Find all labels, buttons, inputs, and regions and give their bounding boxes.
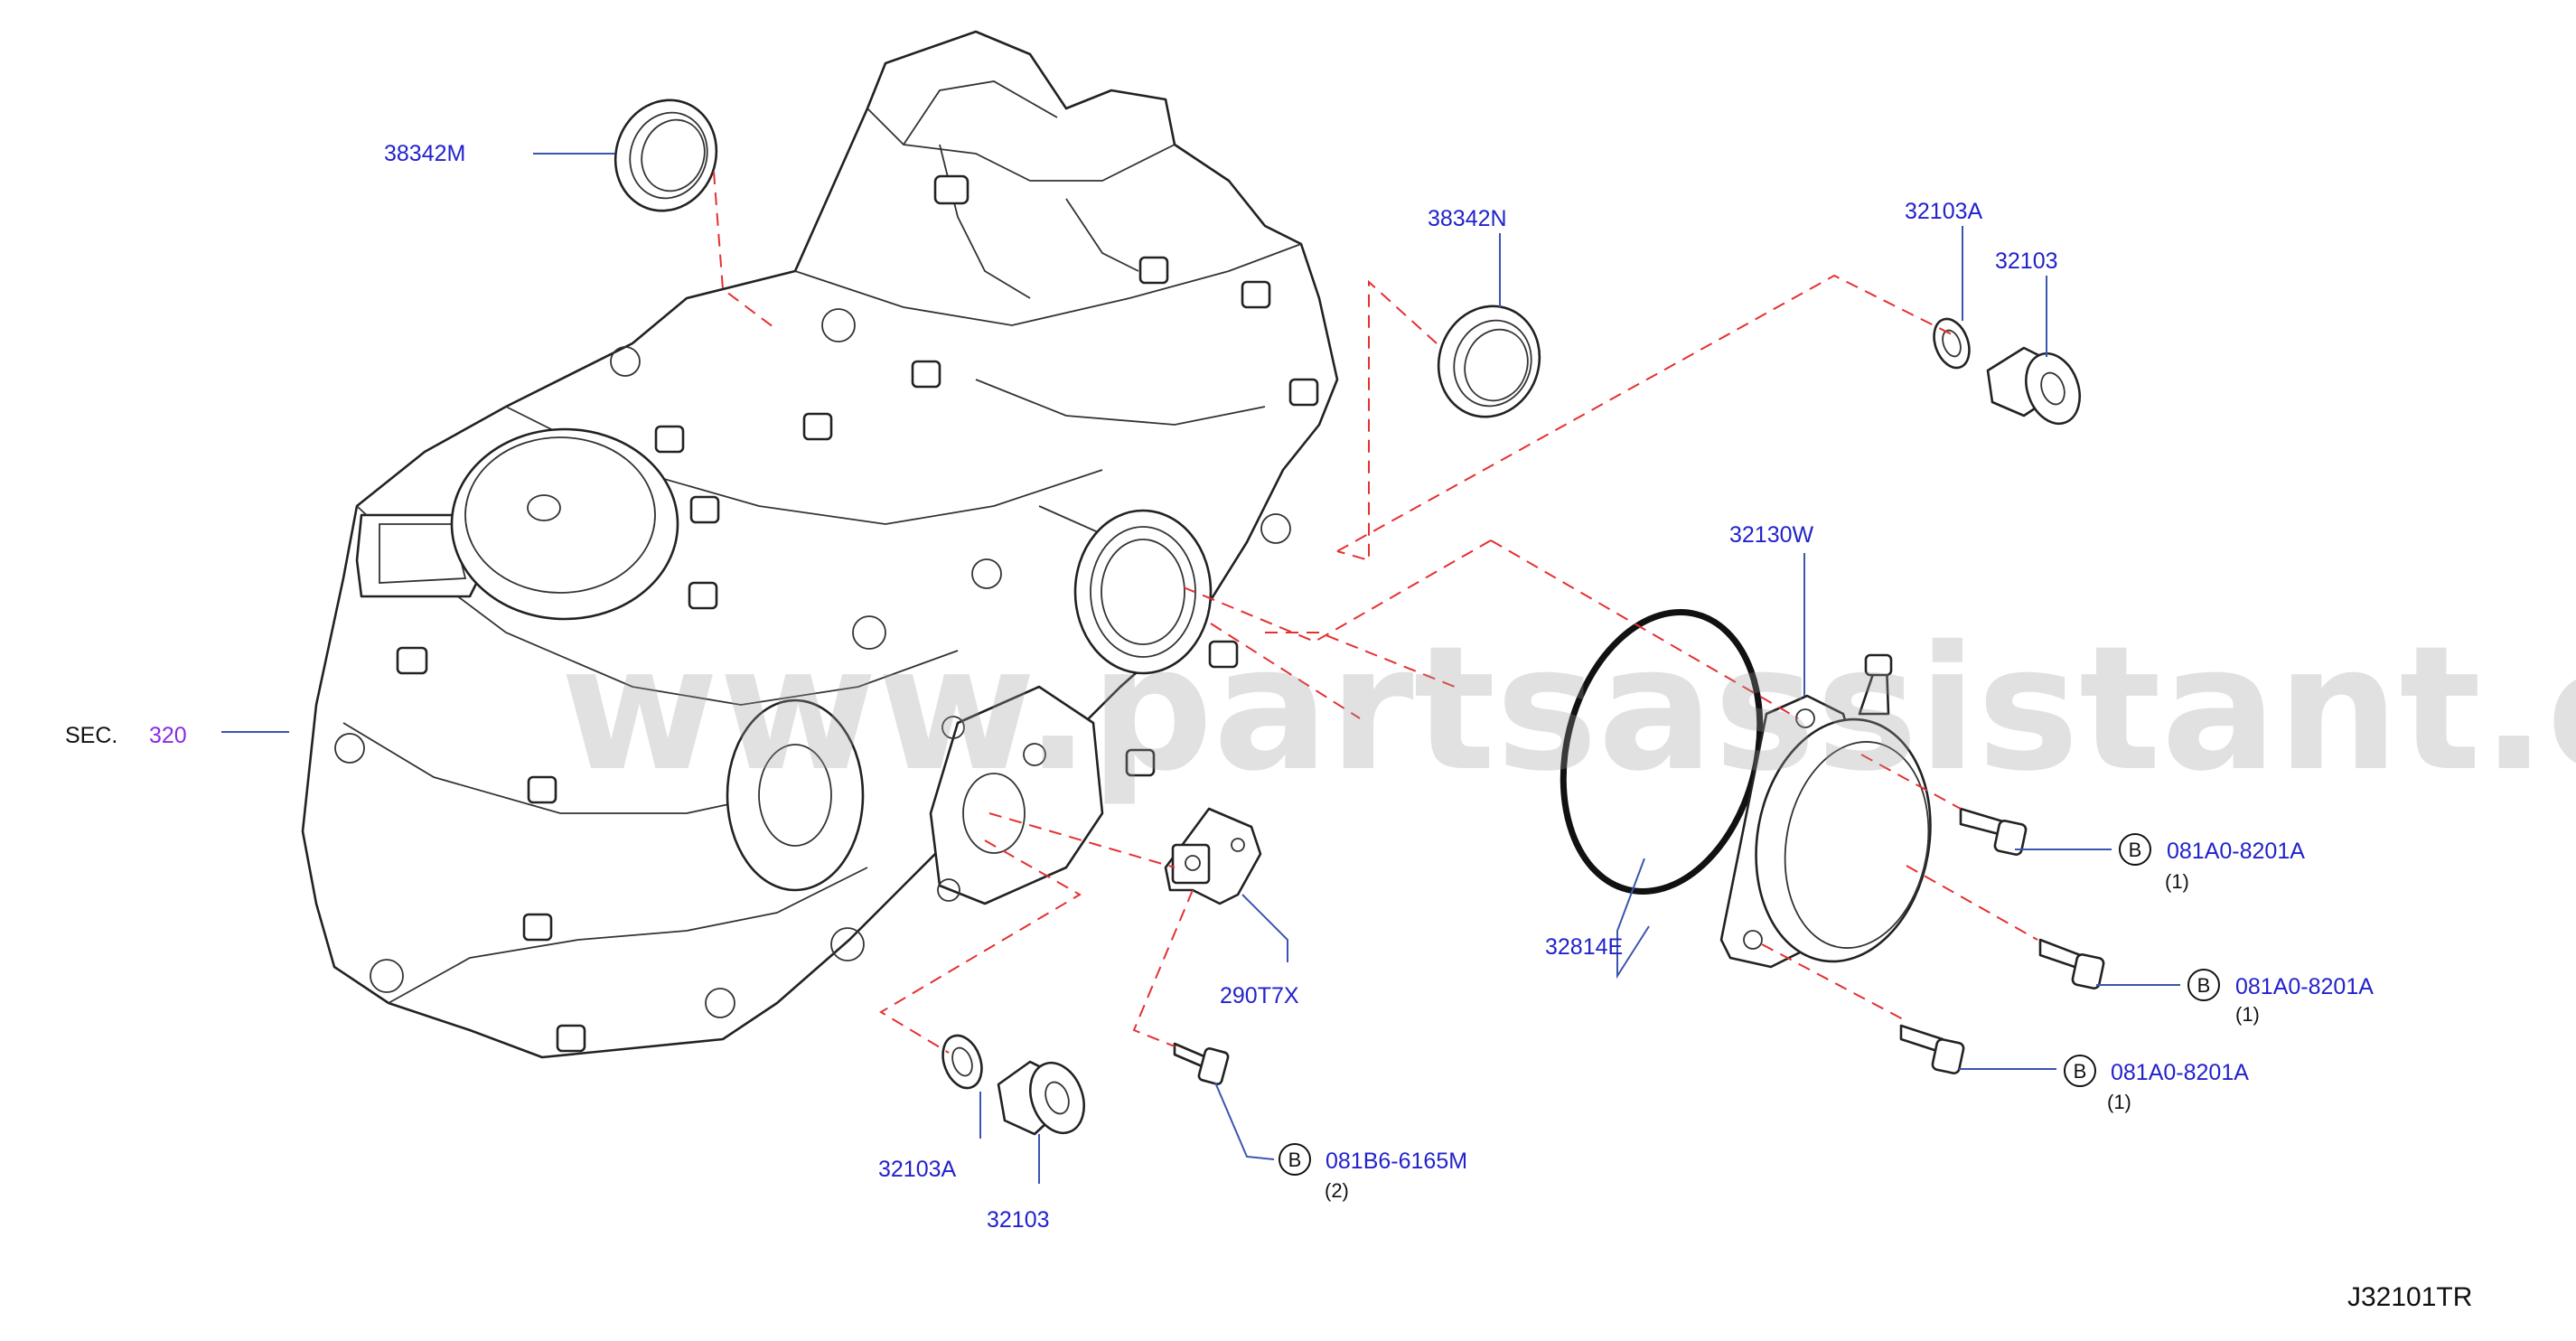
bolt-qty: (2) [1325,1179,1349,1202]
bolt-qty: (1) [2107,1091,2131,1113]
bolt-qty: (1) [2165,870,2189,893]
bolt-callout-3[interactable]: B 081A0-8201A (1) [2064,1055,2249,1113]
pump-assembly-32130w [1719,653,1932,969]
washer-bottom [941,1034,983,1090]
bolt-callout-4[interactable]: B 081B6-6165M (2) [1279,1143,1467,1202]
label-seal-top[interactable]: 38342M [384,141,465,166]
leader-lines [221,153,2180,1184]
section-number[interactable]: 320 [149,723,187,748]
bolt-marker: B [2197,974,2211,997]
bolt-code[interactable]: 081B6-6165M [1325,1149,1467,1174]
label-o-ring[interactable]: 32814E [1545,934,1623,960]
bolt-code[interactable]: 081A0-8201A [2235,974,2374,999]
label-pump-assy[interactable]: 32130W [1729,522,1814,548]
bolt-marker: B [2074,1060,2087,1083]
watermark: www.partsassistant.com [560,609,2576,809]
label-washer-top[interactable]: 32103A [1905,199,1983,224]
transmission-case [301,30,1339,1059]
bolt-marker: B [2129,839,2142,861]
bracket-290t7x [1164,807,1262,905]
bolt-081b6 [1173,1042,1230,1085]
assembly-lines [713,171,2038,1054]
oil-seal-38342n [1437,305,1541,418]
pump-bolt-3 [1899,1024,1965,1074]
bolt-callout-1[interactable]: B 081A0-8201A (1) [2119,833,2305,893]
bolt-marker: B [1288,1149,1302,1171]
section-prefix: SEC. [65,723,117,748]
bolt-code[interactable]: 081A0-8201A [2167,839,2305,864]
pump-bolt-1 [1959,807,2028,856]
bolt-code[interactable]: 081A0-8201A [2111,1060,2249,1085]
washer-top [1933,317,1971,370]
label-plug-top[interactable]: 32103 [1995,249,2058,274]
drain-plug-top [1986,346,2081,426]
bolt-callout-2[interactable]: B 081A0-8201A (1) [2187,969,2374,1026]
part-labels: 38342M 38342N 32103A 32103 32130W 32814E… [384,141,2058,1233]
label-seal-mid[interactable]: 38342N [1428,206,1507,231]
pump-bolt-2 [2038,938,2105,989]
diagram-id: J32101TR [2347,1282,2472,1312]
oil-seal-38342m [614,98,718,212]
label-plug-bottom[interactable]: 32103 [987,1207,1050,1233]
bolt-qty: (1) [2235,1003,2260,1026]
drain-plug-bottom [997,1060,1085,1136]
label-bracket[interactable]: 290T7X [1220,983,1299,1008]
label-washer-bottom[interactable]: 32103A [878,1157,957,1182]
section-reference[interactable]: SEC. 320 [65,723,187,748]
